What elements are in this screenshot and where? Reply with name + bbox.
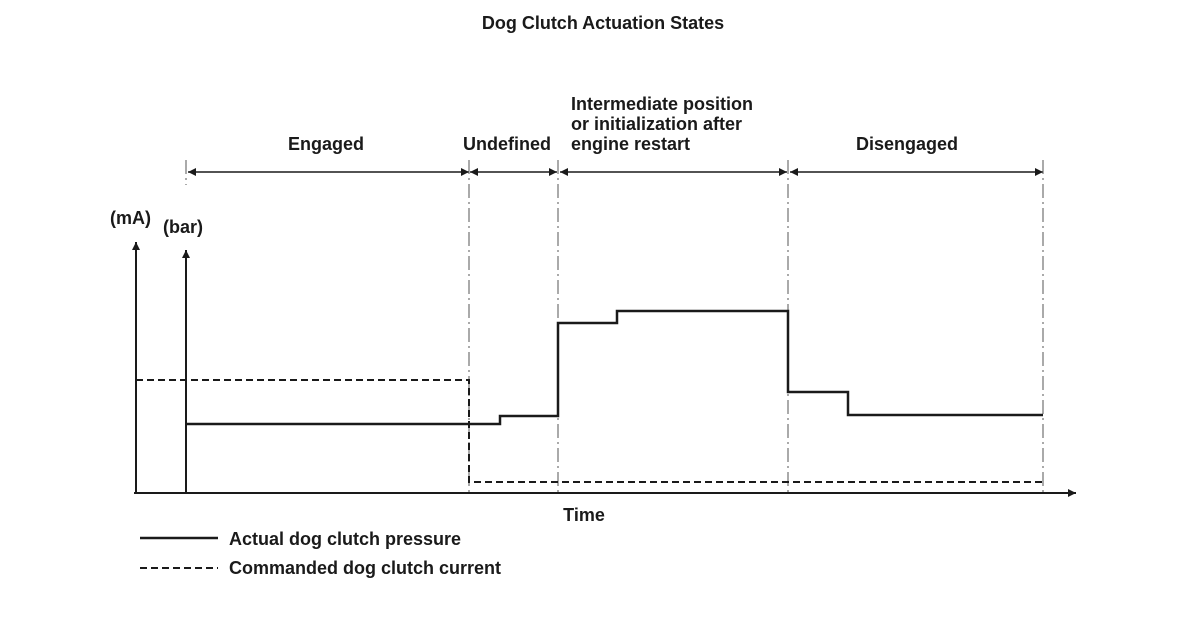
phase-label-engaged: Engaged — [288, 134, 364, 154]
phase-label-undefined: Undefined — [463, 134, 551, 154]
phase-label-intermediate-line-1: Intermediate position — [571, 94, 753, 114]
diagram-title: Dog Clutch Actuation States — [482, 13, 724, 33]
legend-current-label: Commanded dog clutch current — [229, 558, 501, 578]
legend-pressure-label: Actual dog clutch pressure — [229, 529, 461, 549]
phase-label-intermediate-line-3: engine restart — [571, 134, 690, 154]
time-axis-label: Time — [563, 505, 605, 525]
current-axis-unit: (mA) — [110, 208, 151, 228]
actual-pressure-trace — [186, 309, 1043, 426]
phase-label-intermediate-line-2: or initialization after — [571, 114, 742, 134]
phase-label-disengaged: Disengaged — [856, 134, 958, 154]
pressure-axis-unit: (bar) — [163, 217, 203, 237]
commanded-current-trace — [136, 379, 1043, 483]
